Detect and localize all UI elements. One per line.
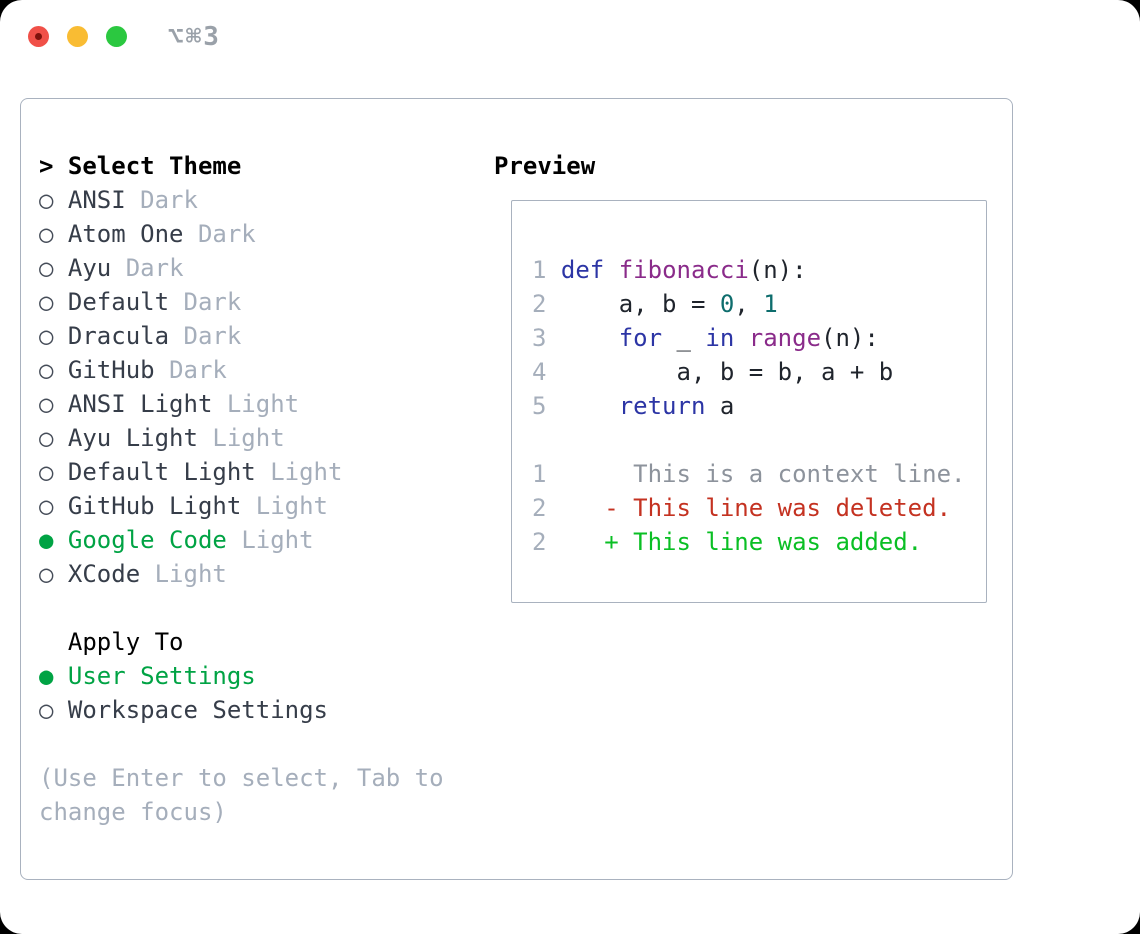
theme-name: Default xyxy=(67,288,170,316)
theme-option-default[interactable]: ○ Default Dark xyxy=(39,285,444,319)
apply-option-workspace-settings[interactable]: ○ Workspace Settings xyxy=(39,693,444,727)
preview-header: Preview xyxy=(494,152,596,180)
hint-text-line-2: change focus) xyxy=(39,798,227,826)
theme-variant: Light xyxy=(241,526,314,554)
theme-variant: Dark xyxy=(169,356,227,384)
theme-option-github-light[interactable]: ○ GitHub Light Light xyxy=(39,489,444,523)
theme-variant: Light xyxy=(226,390,300,418)
apply-list: ● User Settings○ Workspace Settings xyxy=(39,659,444,727)
radio-icon: ○ xyxy=(39,322,54,350)
apply-option-user-settings[interactable]: ● User Settings xyxy=(39,659,444,693)
theme-variant: Dark xyxy=(183,288,242,316)
preview-line: 2 a, b = 0, 1 xyxy=(532,290,778,318)
preview-line: 1 This is a context line. xyxy=(532,460,966,488)
theme-list: ○ ANSI Dark○ Atom One Dark○ Ayu Dark○ De… xyxy=(39,183,444,591)
radio-icon: ○ xyxy=(39,254,54,282)
theme-option-ansi[interactable]: ○ ANSI Dark xyxy=(39,183,444,217)
radio-icon: ○ xyxy=(39,424,54,452)
selected-radio-icon: ● xyxy=(39,526,54,554)
close-button[interactable] xyxy=(28,26,49,47)
radio-icon: ○ xyxy=(39,390,54,418)
theme-variant: Light xyxy=(270,458,343,486)
preview-box: 1 def fibonacci(n): 2 a, b = 0, 1 3 for _ … xyxy=(511,200,987,603)
preview-line: 1 def fibonacci(n): xyxy=(532,256,807,284)
window-shortcut-label: ⌥⌘3 xyxy=(168,22,221,52)
theme-variant: Dark xyxy=(183,322,242,350)
minimize-button[interactable] xyxy=(67,26,88,47)
apply-to-header: Apply To xyxy=(67,628,184,656)
theme-name: GitHub Light xyxy=(67,492,242,520)
apply-option-label: User Settings xyxy=(67,662,256,690)
theme-option-default-light[interactable]: ○ Default Light Light xyxy=(39,455,444,489)
radio-icon: ○ xyxy=(39,696,54,724)
cursor-icon: > xyxy=(39,152,54,180)
theme-variant: Dark xyxy=(140,186,198,214)
radio-icon: ○ xyxy=(39,492,54,520)
theme-name: GitHub xyxy=(67,356,155,384)
theme-option-github[interactable]: ○ GitHub Dark xyxy=(39,353,444,387)
radio-icon: ○ xyxy=(39,560,54,588)
spacer xyxy=(39,591,444,625)
theme-option-xcode[interactable]: ○ XCode Light xyxy=(39,557,444,591)
hint-text-line-1: (Use Enter to select, Tab to xyxy=(39,764,444,792)
theme-selector-column: > Select Theme ○ ANSI Dark○ Atom One Dar… xyxy=(39,149,444,829)
theme-option-ayu[interactable]: ○ Ayu Dark xyxy=(39,251,444,285)
theme-option-atom-one[interactable]: ○ Atom One Dark xyxy=(39,217,444,251)
zoom-button[interactable] xyxy=(106,26,127,47)
preview-line: 2 + This line was added. xyxy=(532,528,923,556)
radio-icon: ○ xyxy=(39,220,54,248)
theme-name: Atom One xyxy=(67,220,184,248)
theme-name: XCode xyxy=(67,560,141,588)
theme-name: Ayu Light xyxy=(67,424,198,452)
selected-radio-icon: ● xyxy=(39,662,54,690)
theme-option-google-code[interactable]: ● Google Code Light xyxy=(39,523,444,557)
spacer xyxy=(39,727,444,761)
theme-variant: Dark xyxy=(197,220,256,248)
theme-variant: Light xyxy=(212,424,285,452)
radio-icon: ○ xyxy=(39,288,54,316)
theme-name: Dracula xyxy=(67,322,170,350)
preview-line: 4 a, b = b, a + b xyxy=(532,358,894,386)
preview-line xyxy=(532,423,986,457)
preview-line xyxy=(532,219,986,253)
theme-name: Default Light xyxy=(67,458,256,486)
theme-option-ayu-light[interactable]: ○ Ayu Light Light xyxy=(39,421,444,455)
theme-variant: Light xyxy=(255,492,328,520)
select-theme-header: > Select Theme xyxy=(39,149,444,183)
theme-name: Ayu xyxy=(67,254,112,282)
select-theme-title: Select Theme xyxy=(67,152,242,180)
theme-variant: Light xyxy=(154,560,227,588)
preview-line: 3 for _ in range(n): xyxy=(532,324,879,352)
apply-option-label: Workspace Settings xyxy=(67,696,328,724)
radio-icon: ○ xyxy=(39,186,54,214)
theme-name: ANSI xyxy=(67,186,126,214)
window-titlebar: ⌥⌘3 xyxy=(0,0,1140,74)
theme-picker-panel: > Select Theme ○ ANSI Dark○ Atom One Dar… xyxy=(20,98,1013,880)
theme-option-ansi-light[interactable]: ○ ANSI Light Light xyxy=(39,387,444,421)
preview-line: 2 - This line was deleted. xyxy=(532,494,952,522)
theme-name: Google Code xyxy=(67,526,227,554)
theme-variant: Dark xyxy=(125,254,184,282)
theme-option-dracula[interactable]: ○ Dracula Dark xyxy=(39,319,444,353)
theme-name: ANSI Light xyxy=(67,390,213,418)
close-button-dot-icon xyxy=(35,33,42,40)
radio-icon: ○ xyxy=(39,458,54,486)
radio-icon: ○ xyxy=(39,356,54,384)
preview-line: 5 return a xyxy=(532,392,735,420)
